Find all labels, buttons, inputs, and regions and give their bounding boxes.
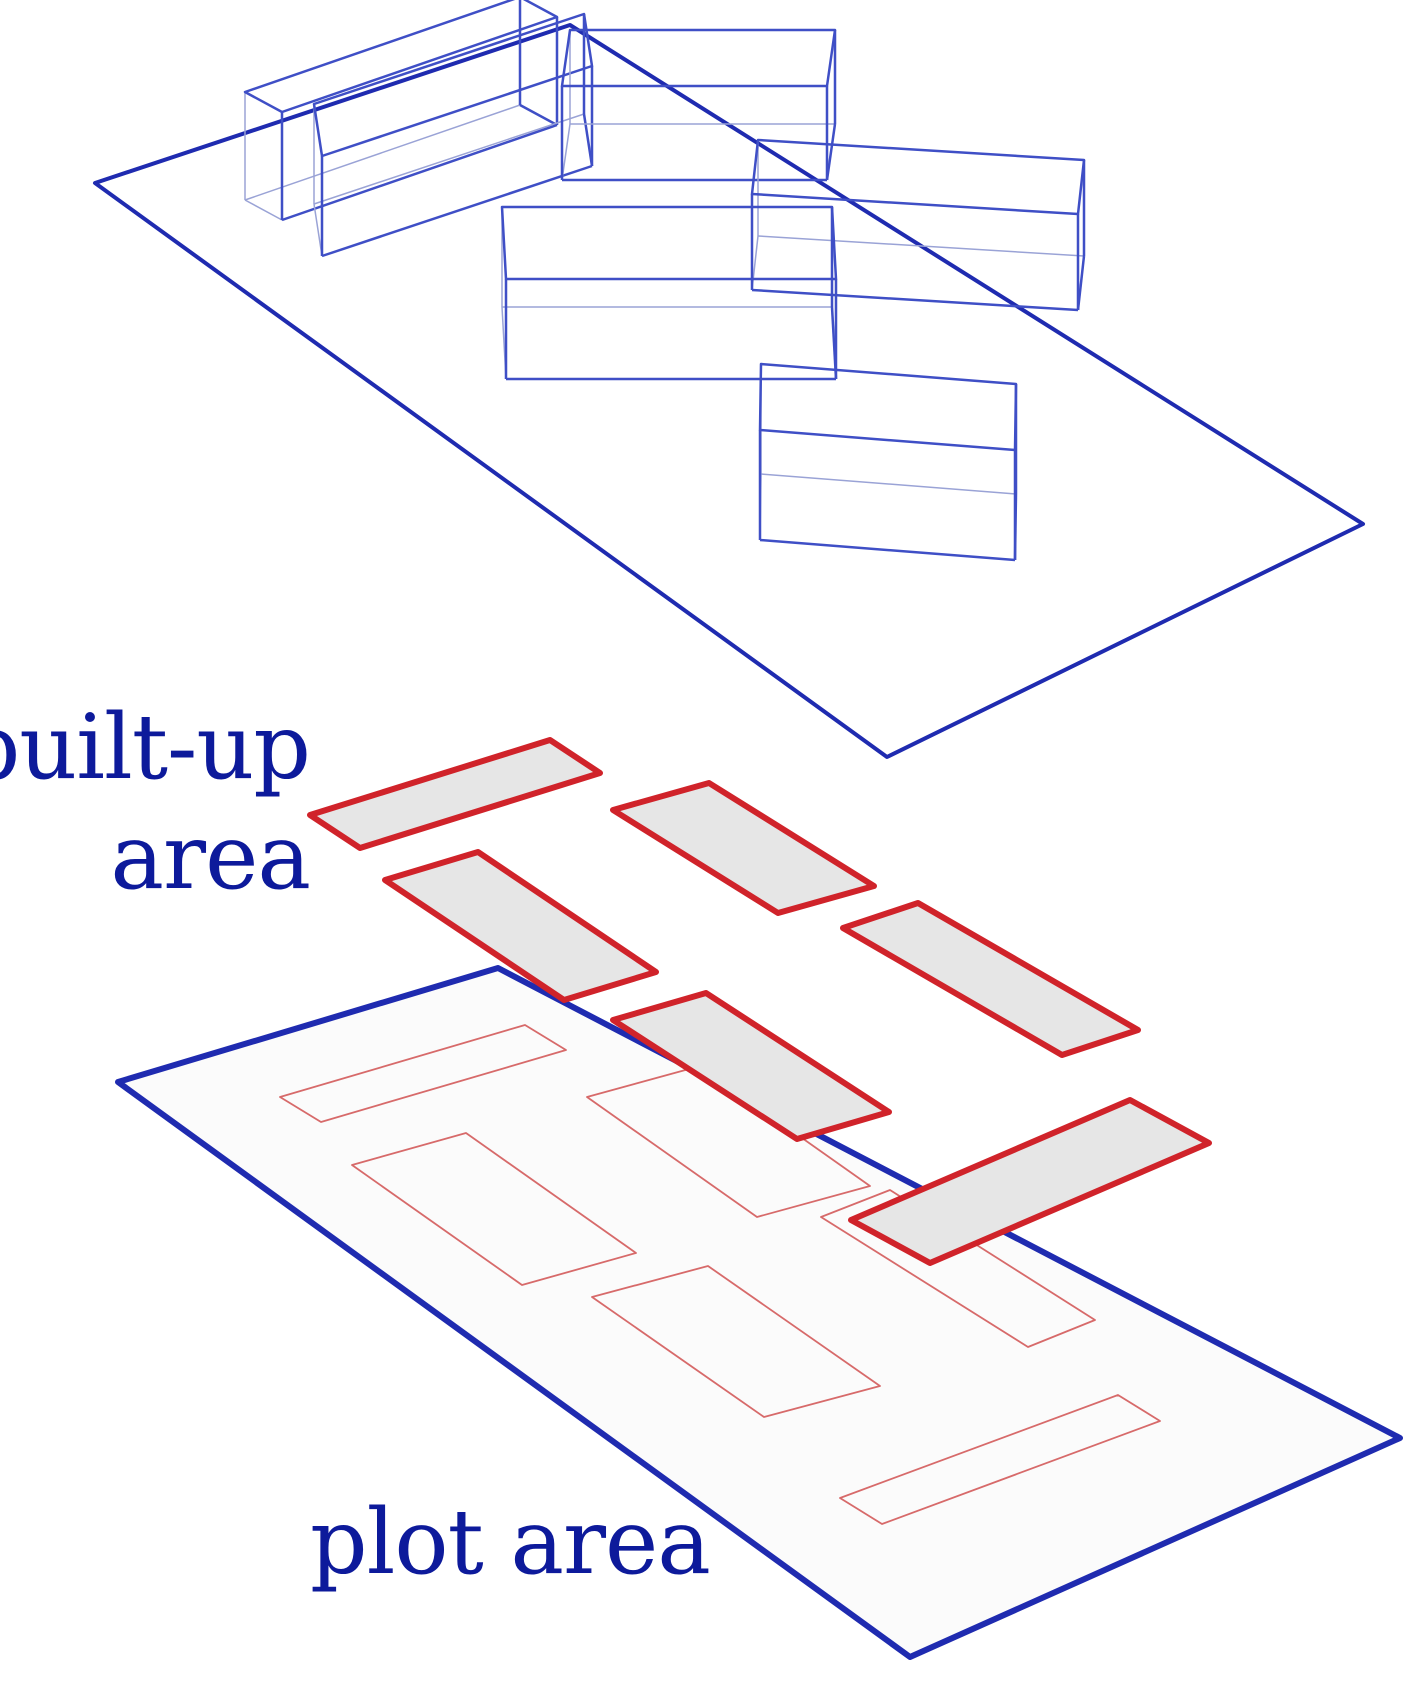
footprint-trace-3 [586,1065,871,1218]
built-up-footprint-6 [848,1097,1212,1266]
footprint-trace-1 [279,1024,567,1123]
box-edge [519,103,558,127]
plot-outline [93,23,1365,759]
hidden-edge [244,199,283,221]
hidden-edge [313,203,323,257]
box-edge [582,113,594,167]
building-box-3 [560,28,837,182]
box-edge [759,538,1016,562]
built-up-footprint-5 [610,990,892,1142]
built-up-footprint-1 [307,737,603,851]
massing-model [93,0,1365,759]
built-up-footprint-4 [840,900,1141,1058]
box-edge [751,288,1079,312]
hidden-edge [760,473,1017,495]
building-box-6 [758,362,1018,562]
hidden-edge [757,235,1085,257]
box-roof [560,28,837,88]
box-roof [312,12,594,158]
box-roof [243,0,559,114]
box-edge [321,164,593,258]
box-edge [281,123,558,222]
built-up-footprint-3 [610,780,877,916]
building-box-1 [243,0,559,222]
box-roof [750,138,1086,216]
building-box-2 [312,12,594,258]
footprint-trace-4 [820,1189,1096,1348]
building-box-4 [750,138,1086,312]
hidden-edge [244,104,521,201]
footprint-trace-5 [591,1265,881,1418]
box-roof [758,362,1018,452]
hidden-edge [561,123,571,181]
area-diagram [115,737,1403,1660]
footprint-trace-2 [351,1132,637,1286]
plot-area-label: plot area [310,1490,711,1595]
built-up-area-label-line2: area [110,805,311,910]
box-edge [825,123,837,181]
built-up-footprint-2 [382,849,659,1003]
box-roof [500,205,838,281]
built-up-area-label: built-up [0,695,311,800]
hidden-edge [313,113,585,205]
building-box-5 [500,205,838,381]
footprint-trace-6 [839,1394,1161,1525]
